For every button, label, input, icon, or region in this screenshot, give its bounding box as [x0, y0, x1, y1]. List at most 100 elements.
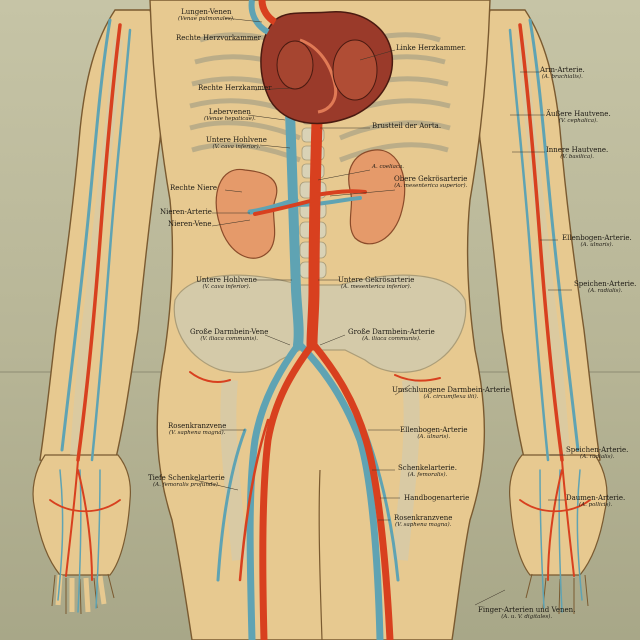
label-text: Große Darmbein-Vene [190, 328, 269, 336]
label-text: Schenkelarterie. [398, 464, 457, 472]
label-text: A. coeliaca. [372, 164, 405, 170]
left-hand [32, 454, 131, 615]
label-text: Tiefe Schenkelarterie [148, 474, 225, 482]
label-nieren-arterie: Nieren-Arterie [160, 208, 212, 216]
label-text: Brustteil der Aorta. [372, 122, 442, 130]
label-subtext: (A. iliaca communis). [362, 336, 421, 342]
label-text: Rechte Niere [170, 184, 218, 192]
right-arm-vein [528, 18, 580, 452]
label-text: Ellenbogen-Arterie [400, 426, 468, 434]
label-text: Lebervenen [208, 108, 251, 116]
label-speichen-arterie-arm: Speichen-Arterie. (A. radialis). [574, 280, 636, 295]
label-untere-hohlvene-top: Untere Hohlvene (V. cava inferior). [206, 136, 267, 151]
label-obere-gekroesarterie: Obere Gekrösarterie (A. mesenterica supe… [394, 175, 467, 190]
inferior-vena-cava [285, 107, 304, 350]
label-subtext: (Venae hepaticae). [204, 116, 256, 122]
label-subtext: (V. cava inferior). [202, 284, 251, 290]
label-subtext: (A. brachialis). [541, 74, 583, 80]
label-text: Rechte Herzkammer [198, 84, 272, 92]
label-subtext: (A. radialis). [580, 454, 615, 460]
label-tiefe-schenkelarterie: Tiefe Schenkelarterie (A. femoralis prof… [148, 474, 225, 489]
label-lungen-venen: Lungen-Venen (Venae pulmonales). [178, 8, 235, 23]
label-innere-hautvene: Innere Hautvene. (V. basilica). [546, 146, 608, 161]
label-grosse-darmbein-vene: Große Darmbein-Vene (V. iliaca communis)… [190, 328, 268, 343]
label-subtext: (A. ulnaris). [580, 242, 614, 248]
right-leg-vein [296, 341, 384, 640]
label-text: Obere Gekrösarterie [394, 175, 468, 183]
label-a-coeliaca: A. coeliaca. [372, 164, 404, 171]
label-ellenbogen-arterie-arm: Ellenbogen-Arterie. (A. ulnaris). [562, 234, 632, 249]
label-subtext: (A. mesenterica inferior). [340, 284, 412, 290]
label-text: Große Darmbein-Arterie [348, 328, 435, 336]
label-text: Lungen-Venen [181, 8, 232, 16]
label-rechte-niere: Rechte Niere [170, 184, 217, 192]
label-text: Innere Hautvene. [546, 146, 609, 154]
left-femur [220, 379, 248, 561]
label-subtext: (A. femoralis). [407, 472, 448, 478]
left-arm-artery [76, 23, 122, 462]
label-nieren-vene: Nieren-Vene [168, 220, 212, 228]
label-text: Untere Hohlvene [206, 136, 267, 144]
right-femur [392, 379, 420, 561]
label-subtext: (A. mesenterica superior). [394, 183, 468, 189]
label-text: Untere Gekrösarterie [338, 276, 415, 284]
label-text: Ellenbogen-Arterie. [562, 234, 632, 242]
label-text: Untere Hohlvene [196, 276, 257, 284]
label-subtext: (A. radialis). [588, 288, 623, 294]
label-grosse-darmbein-arterie: Große Darmbein-Arterie (A. iliaca commun… [348, 328, 435, 343]
label-subtext: (V. iliaca communis). [200, 336, 259, 342]
leg-divide [318, 469, 323, 640]
label-handbogenarterie: Handbogenarterie [404, 494, 469, 502]
label-lebervenen: Lebervenen (Venae hepaticae). [204, 108, 256, 123]
label-text: Umschlungene Darmbein-Arterie [392, 386, 510, 394]
label-rechte-herzkammer: Rechte Herzkammer [198, 84, 271, 92]
label-subtext: (V. cephalica). [558, 118, 598, 124]
label-rechte-herzvorkammer: Rechte Herzvorkammer [176, 34, 261, 42]
left-arm-vein [60, 18, 112, 452]
right-kidney [215, 168, 278, 259]
label-text: Speichen-Arterie. [566, 446, 629, 454]
label-text: Linke Herzkammer. [396, 44, 466, 52]
label-aeussere-hautvene: Äußere Hautvene. (V. cephalica). [546, 110, 611, 125]
heart [248, 0, 394, 125]
label-untere-hohlvene-low: Untere Hohlvene (V. cava inferior). [196, 276, 257, 291]
label-subtext: (A. ulnaris). [417, 434, 451, 440]
label-text: Nieren-Vene [168, 220, 212, 228]
pelvis [173, 274, 467, 373]
label-text: Rosenkranzvene [394, 514, 453, 522]
label-text: Finger-Arterien und Venen. [478, 606, 576, 614]
label-subtext: (V. saphena magna). [169, 430, 226, 436]
label-text: Rechte Herzvorkammer [176, 34, 261, 42]
label-text: Daumen-Arterie. [566, 494, 626, 502]
label-text: Handbogenarterie [404, 494, 470, 502]
label-arm-arterie: Arm-Arterie. (A. brachialis). [540, 66, 585, 81]
label-subtext: (A. u. V. digitales). [501, 614, 553, 620]
label-untere-gekroesarterie: Untere Gekrösarterie (A. mesenterica inf… [338, 276, 414, 291]
label-subtext: (V. basilica). [560, 154, 595, 160]
label-finger-arterien: Finger-Arterien und Venen. (A. u. V. dig… [478, 606, 575, 621]
label-ellenbogen-arterie-low: Ellenbogen-Arterie (A. ulnaris). [400, 426, 468, 441]
label-text: Speichen-Arterie. [574, 280, 637, 288]
arterial-system [49, 23, 591, 640]
label-subtext: (A. pollicis). [578, 502, 613, 508]
label-text: Nieren-Arterie [160, 208, 212, 216]
label-daumen-arterie: Daumen-Arterie. (A. pollicis). [566, 494, 625, 509]
left-leg-vein [246, 341, 302, 640]
label-rosenkranzvene: Rosenkranzvene (V. saphena magna). [168, 422, 226, 437]
label-rosenkranzvene-leg: Rosenkranzvene (V. saphena magna). [394, 514, 452, 529]
label-text: Rosenkranzvene [168, 422, 227, 430]
label-speichen-arterie-low: Speichen-Arterie. (A. radialis). [566, 446, 628, 461]
leader-lines [194, 17, 572, 606]
label-schenkelarterie: Schenkelarterie. (A. femoralis). [398, 464, 457, 479]
label-text: Arm-Arterie. [540, 66, 585, 74]
label-subtext: (V. cava inferior). [212, 144, 261, 150]
label-linke-herzkammer: Linke Herzkammer. [396, 44, 466, 52]
label-umschlungene-darmbeinarterie: Umschlungene Darmbein-Arterie (A. circum… [392, 386, 510, 401]
venous-system [57, 18, 583, 640]
label-subtext: (A. circumflexa ilii). [423, 394, 479, 400]
label-subtext: (A. femoralis profunda). [153, 482, 220, 488]
label-text: Äußere Hautvene. [546, 110, 611, 118]
label-subtext: (Venae pulmonales). [178, 16, 235, 22]
label-brustteil-aorta: Brustteil der Aorta. [372, 122, 441, 130]
